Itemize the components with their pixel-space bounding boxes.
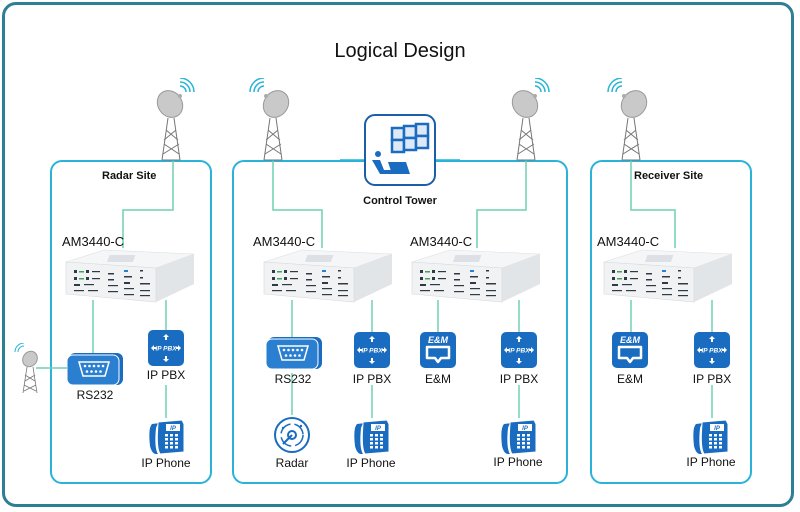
ip-pbx-icon[interactable]: IP PBX — [694, 332, 730, 368]
device-model-label: AM3440-C — [62, 234, 125, 249]
radio-tower-icon — [249, 78, 290, 161]
svg-text:IP: IP — [375, 426, 382, 432]
receiver-site-box — [590, 160, 752, 484]
ip-phone-icon[interactable]: IP — [692, 418, 730, 456]
svg-text:IP PBX: IP PBX — [508, 348, 530, 355]
radio-tower-icon — [607, 78, 648, 161]
svg-text:IP PBX: IP PBX — [361, 348, 383, 355]
em-interface-icon[interactable]: E&M — [612, 332, 648, 368]
ip-phone-label: IP Phone — [686, 455, 736, 469]
radar-site-box — [50, 160, 212, 484]
ip-pbx-icon[interactable]: IP PBX — [354, 332, 390, 368]
am3440-device-icon[interactable] — [262, 248, 394, 306]
rs232-serial-icon[interactable] — [266, 337, 322, 369]
ip-phone-icon[interactable]: IP — [353, 418, 391, 456]
ip-phone-label: IP Phone — [346, 456, 396, 470]
em-label: E&M — [424, 372, 451, 386]
ip-phone-label: IP Phone — [141, 456, 191, 470]
am3440-device-icon[interactable] — [64, 248, 196, 306]
em-interface-icon[interactable]: E&M — [420, 332, 456, 368]
ip-pbx-label: IP PBX — [146, 368, 186, 382]
svg-text:IP PBX: IP PBX — [155, 346, 177, 353]
control-tower-icon[interactable] — [364, 114, 436, 186]
receiver-site-label: Receiver Site — [634, 170, 704, 182]
control-tower-label: Control Tower — [363, 195, 437, 207]
radar-label: Radar — [275, 456, 309, 470]
radar-site-label: Radar Site — [102, 170, 157, 182]
em-label: E&M — [616, 372, 643, 386]
svg-text:E&M: E&M — [428, 335, 449, 345]
diagram-title: Logical Design — [334, 40, 466, 62]
svg-text:IP: IP — [170, 426, 177, 432]
svg-text:IP PBX: IP PBX — [701, 348, 723, 355]
wire-receiver-tower-device — [630, 160, 676, 248]
svg-text:E&M: E&M — [620, 335, 641, 345]
ip-phone-icon[interactable]: IP — [148, 418, 186, 456]
wire-center-tower2-device2 — [476, 160, 527, 248]
ip-pbx-icon[interactable]: IP PBX — [501, 332, 537, 368]
ip-pbx-icon[interactable]: IP PBX — [148, 330, 184, 366]
radar-icon[interactable] — [273, 416, 311, 454]
svg-text:IP: IP — [522, 426, 529, 432]
device-model-label: AM3440-C — [597, 234, 660, 249]
wire-center-tower1-device1 — [272, 160, 323, 248]
radio-tower-icon — [156, 78, 195, 161]
radio-tower-icon — [511, 78, 550, 161]
rs232-label: RS232 — [76, 388, 114, 402]
rs232-label: RS232 — [274, 372, 312, 386]
device-model-label: AM3440-C — [253, 234, 316, 249]
svg-text:IP: IP — [714, 426, 721, 432]
wire-radar-tower-device — [122, 160, 174, 248]
ip-pbx-label: IP PBX — [499, 372, 539, 386]
rs232-serial-icon[interactable] — [67, 353, 123, 385]
small-radio-tower-icon — [14, 343, 38, 394]
device-model-label: AM3440-C — [410, 234, 473, 249]
ip-pbx-label: IP PBX — [352, 372, 392, 386]
ip-phone-label: IP Phone — [493, 455, 543, 469]
ip-phone-icon[interactable]: IP — [500, 418, 538, 456]
am3440-device-icon[interactable] — [410, 248, 542, 306]
ip-pbx-label: IP PBX — [692, 372, 732, 386]
diagram-frame — [2, 2, 794, 507]
am3440-device-icon[interactable] — [602, 248, 734, 306]
